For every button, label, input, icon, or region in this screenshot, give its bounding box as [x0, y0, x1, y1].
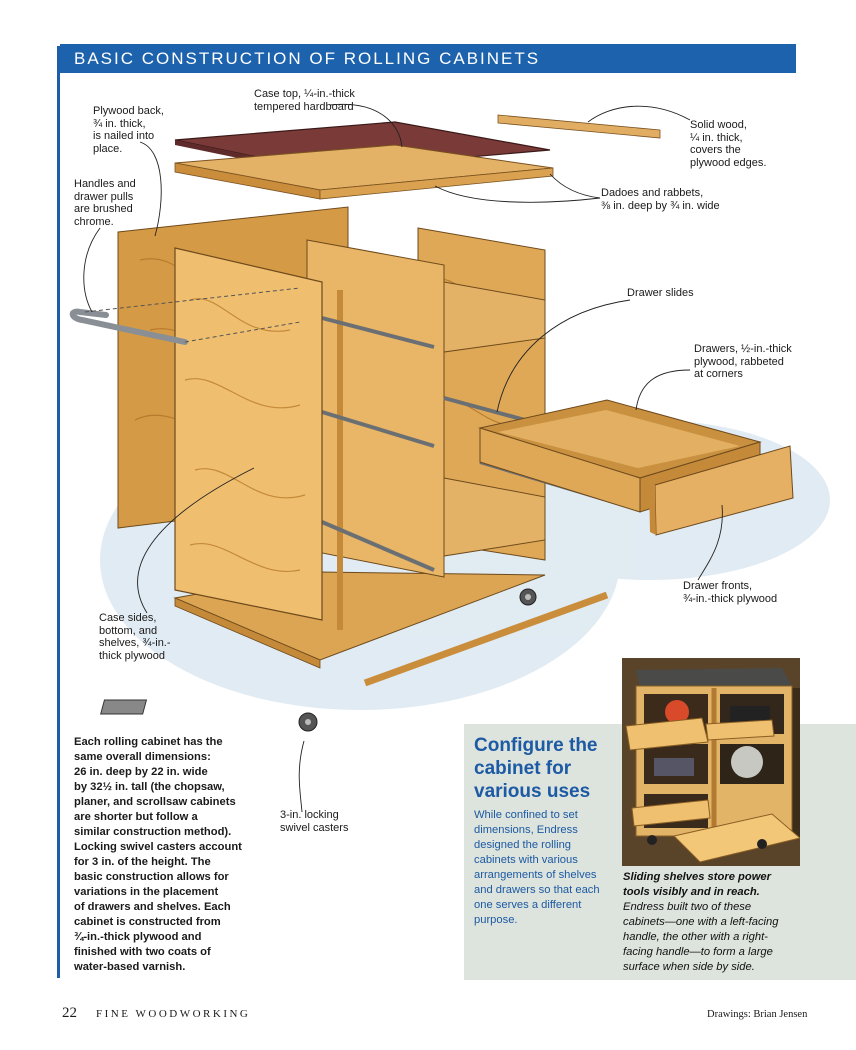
callout-handles: Handles and drawer pulls are brushed chr… — [74, 178, 136, 228]
caster-icon — [100, 588, 537, 732]
photo-caption: Endress built two of these cabinets—one … — [623, 901, 779, 973]
sidebar-body: While confined to set dimensions, Endres… — [474, 809, 600, 926]
left-side-panel — [174, 247, 323, 621]
sidebar-heading: Configure the cabinet for various uses — [474, 735, 598, 802]
drawing-credit: Drawings: Brian Jensen — [707, 1009, 808, 1020]
body-text: Each rolling cabinet has the same overal… — [74, 736, 242, 973]
magazine-name: FINE WOODWORKING — [96, 1008, 251, 1020]
chrome-handle-icon — [69, 287, 301, 345]
callout-case-top: Case top, ¼-in.-thick tempered hardboard — [254, 88, 355, 113]
callout-drawer-fronts: Drawer fronts, ¾-in.-thick plywood — [683, 580, 778, 605]
leader-lines — [83, 103, 723, 813]
loose-trim-strip — [363, 591, 609, 687]
solid-wood-edge-strip — [497, 114, 661, 139]
left-accent-rule — [57, 46, 60, 978]
callout-dadoes: Dadoes and rabbets, ⅜ in. deep by ¾ in. … — [601, 187, 720, 212]
case-top — [174, 121, 554, 200]
shelves — [443, 281, 546, 557]
callout-drawers: Drawers, ½-in.-thick plywood, rabbeted a… — [694, 343, 792, 380]
page-title: BASIC CONSTRUCTION OF ROLLING CABINETS — [74, 49, 541, 68]
callout-case-sides: Case sides, bottom, and shelves, ¾-in.- … — [99, 612, 171, 662]
photo-image — [622, 658, 800, 866]
callout-drawer-slides: Drawer slides — [627, 287, 694, 299]
callout-solid-wood: Solid wood, ¼ in. thick, covers the plyw… — [690, 119, 767, 169]
callout-casters: 3-in. locking swivel casters — [280, 809, 349, 834]
photo-caption-lead: Sliding shelves store power tools visibl… — [623, 871, 771, 898]
title-bar — [60, 44, 796, 73]
cabinet-photo — [622, 658, 800, 866]
callout-plywood-back: Plywood back, ¾ in. thick, is nailed int… — [93, 105, 164, 155]
page-number: 22 — [62, 1005, 77, 1021]
drawer-front — [649, 445, 794, 536]
